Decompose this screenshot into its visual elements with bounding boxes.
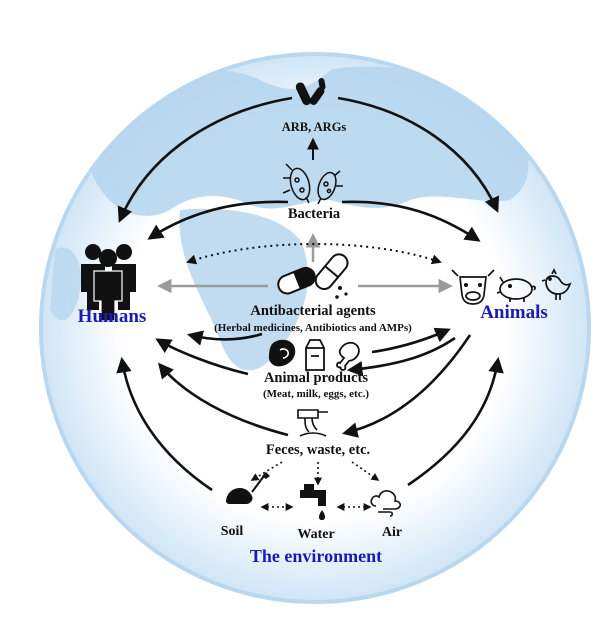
arrow-soil-to-humans	[116, 356, 213, 492]
milk-carton-icon	[305, 339, 325, 371]
inner-arrows	[157, 137, 453, 511]
chicken-icon	[541, 268, 572, 300]
pills-capsules-icon	[277, 253, 349, 299]
label-antibacterial-agents-sub: (Herbal medicines, Antibiotics and AMPs)	[214, 322, 412, 334]
bacteria-rods-icon	[295, 78, 326, 106]
outer-arrows	[116, 96, 504, 492]
waste-pipe-icon	[297, 409, 328, 437]
label-soil: Soil	[220, 524, 244, 539]
bacteria-cells-icon	[282, 163, 343, 205]
label-bacteria: Bacteria	[287, 206, 341, 222]
arrow-arb-to-humans	[117, 96, 293, 223]
label-air: Air	[381, 525, 403, 540]
label-water: Water	[297, 527, 335, 542]
arrow-animals-to-products	[346, 336, 456, 377]
meat-icon	[268, 339, 296, 367]
arrow-products-to-humans	[155, 338, 249, 376]
label-feces-waste: Feces, waste, etc.	[265, 442, 371, 458]
arrow-bacteria-to-animals	[341, 200, 481, 242]
label-the-environment: The environment	[249, 546, 383, 566]
arrow-feces-to-humans	[158, 362, 289, 437]
drumstick-icon	[336, 341, 360, 371]
air-cloud-icon	[370, 490, 402, 517]
label-antibacterial-agents: Antibacterial agents	[250, 303, 376, 319]
label-humans: Humans	[77, 306, 147, 327]
soil-shovel-icon	[226, 472, 270, 504]
label-animal-products: Animal products	[263, 370, 369, 386]
arrow-feces-to-air	[351, 461, 380, 481]
arrow-agents-to-humans	[186, 330, 263, 346]
arrow-agents-to-animals	[371, 327, 451, 354]
cow-icon	[451, 269, 495, 305]
people-group-icon	[81, 244, 136, 322]
arrow-bacteria-to-humans	[147, 200, 289, 240]
arrow-feces-to-soil	[250, 461, 283, 481]
arrow-air-to-animals	[407, 356, 504, 487]
pig-icon	[496, 276, 536, 302]
water-tap-icon	[300, 484, 326, 520]
label-animal-products-sub: (Meat, milk, eggs, etc.)	[263, 388, 369, 400]
arrow-animals-to-feces	[341, 334, 472, 438]
label-arb-args: ARB, ARGs	[281, 120, 347, 134]
arrow-arb-to-animals	[337, 96, 499, 213]
arrow-humans-animals-dotted	[186, 243, 442, 265]
label-animals: Animals	[480, 302, 548, 323]
